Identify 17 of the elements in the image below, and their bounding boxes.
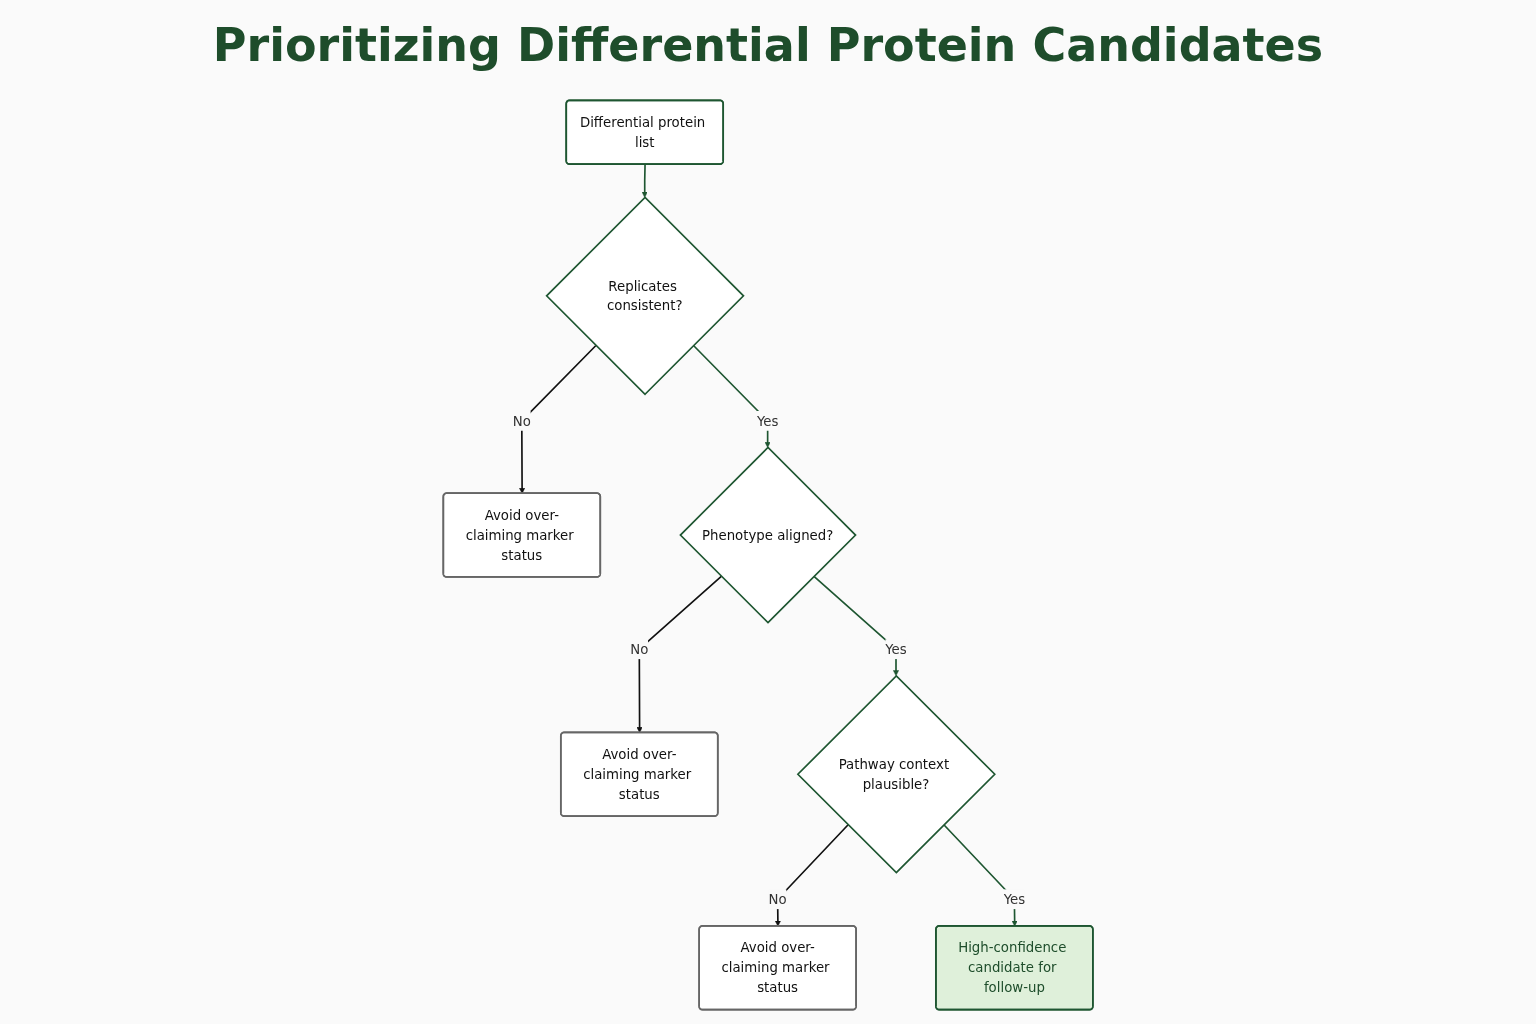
edge-label: Yes (756, 412, 779, 429)
node-diamond: Replicates consistent? (545, 196, 745, 396)
edge-label: No (512, 412, 531, 429)
arrow (636, 575, 723, 733)
arrow (692, 344, 771, 448)
edge-label: No (768, 891, 787, 908)
arrow (519, 344, 597, 494)
node-diamond: Phenotype aligned? (679, 446, 857, 624)
edge-label: Yes (1003, 891, 1026, 908)
arrow (774, 823, 849, 927)
diagram-title: Prioritizing Differential Protein Candidates (212, 18, 1324, 72)
edge-label: No (630, 641, 649, 658)
node-diamond: Pathway context plausible? (796, 674, 996, 874)
arrow (813, 575, 899, 677)
edge-label: Yes (885, 641, 907, 658)
arrow (641, 163, 648, 198)
arrow (942, 823, 1018, 927)
